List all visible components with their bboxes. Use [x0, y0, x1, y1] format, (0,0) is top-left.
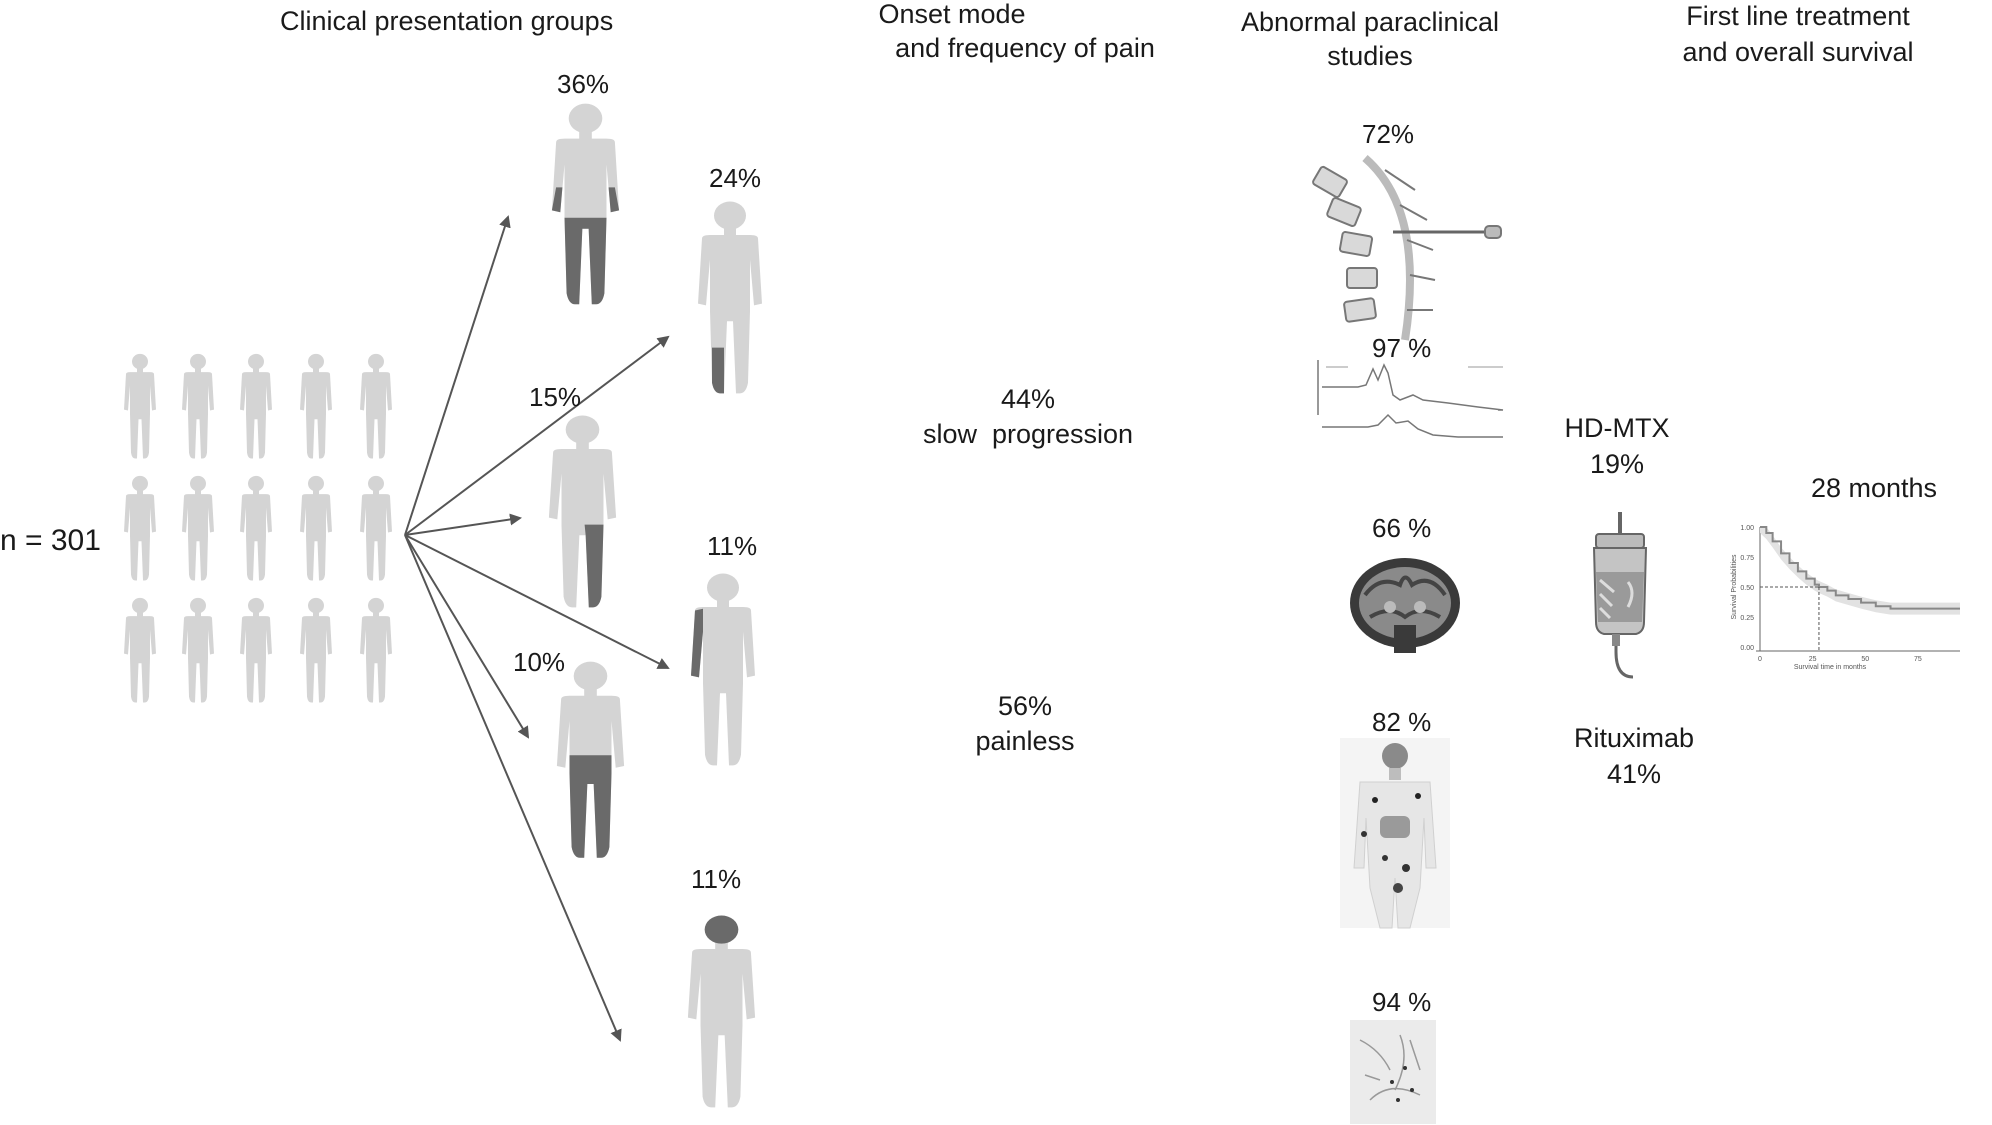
- group-percent-6: 11%: [691, 864, 742, 894]
- header-paraclinical-line2: studies: [1327, 41, 1413, 71]
- crowd-figure: [124, 475, 156, 581]
- onset-label-painless: painless: [975, 726, 1075, 756]
- biopsy-icon: [1350, 1020, 1436, 1124]
- y-tick-label: 1.00: [1740, 525, 1754, 532]
- survival-curve: [1760, 526, 1960, 610]
- crowd-figure: [240, 597, 272, 703]
- arrow-group-6: [404, 534, 622, 1042]
- study-percent-mri: 66 %: [1372, 513, 1432, 543]
- header-paraclinical-line1: Abnormal paraclinical: [1240, 7, 1500, 37]
- header-onset-line1: Onset mode: [878, 0, 1026, 29]
- treatment-name-rituximab: Rituximab: [1573, 723, 1695, 753]
- cohort-crowd: [124, 353, 392, 703]
- header-onset-line2: and frequency of pain: [895, 33, 1155, 63]
- crowd-figure: [124, 597, 156, 703]
- onset-percent-painless: 56%: [997, 691, 1053, 721]
- study-percent-emg: 97 %: [1372, 333, 1432, 363]
- arrow-group-5: [404, 534, 530, 739]
- x-tick-label: 50: [1861, 656, 1869, 663]
- survival-median-label: 28 months: [1810, 473, 1938, 503]
- group-percent-3: 15%: [529, 382, 582, 412]
- group-figure-right-arm: [691, 573, 755, 766]
- crowd-figure: [240, 475, 272, 581]
- mri-brain-icon: [1350, 558, 1460, 653]
- emg-trace-icon: [1317, 360, 1504, 438]
- lumbar-puncture-icon: [1312, 154, 1502, 341]
- crowd-figure: [300, 597, 332, 703]
- group-percent-5: 10%: [513, 647, 566, 677]
- y-tick-label: 0.00: [1740, 645, 1754, 652]
- study-percent-lumbar: 72%: [1362, 119, 1415, 149]
- cohort-size-label: n = 301: [0, 524, 101, 557]
- y-tick-label: 0.25: [1740, 615, 1754, 622]
- group-figure-left-leg: [548, 415, 617, 608]
- y-tick-label: 0.50: [1740, 585, 1754, 592]
- crowd-figure: [360, 353, 392, 459]
- onset-label-slow: slow progression: [922, 419, 1134, 449]
- group-figure-legs: [551, 103, 620, 305]
- crowd-figure: [300, 475, 332, 581]
- arrow-group-3: [404, 513, 522, 536]
- crowd-figure: [360, 597, 392, 703]
- x-tick-label: 25: [1809, 656, 1817, 663]
- group-figure-left-foot: [698, 201, 762, 394]
- group-figure-lower-body: [556, 661, 625, 858]
- x-tick-label: 0: [1758, 656, 1762, 663]
- header-treatment-line2: and overall survival: [1682, 37, 1914, 67]
- crowd-figure: [240, 353, 272, 459]
- y-axis-label: Survival Probabilities: [1731, 554, 1738, 619]
- treatment-name-hdmtx: HD-MTX: [1564, 413, 1670, 443]
- crowd-figure: [360, 475, 392, 581]
- study-percent-biopsy: 94 %: [1372, 987, 1432, 1017]
- pet-scan-icon: [1340, 738, 1450, 929]
- treatment-percent-rituximab: 41%: [1606, 759, 1662, 789]
- group-percent-2: 24%: [709, 163, 762, 193]
- group-arrows: [404, 215, 670, 1042]
- group-figure-head: [687, 915, 756, 1108]
- onset-percent-slow: 44%: [1000, 384, 1056, 414]
- arrow-group-1: [404, 215, 511, 536]
- crowd-figure: [124, 353, 156, 459]
- treatment-percent-hdmtx: 19%: [1589, 449, 1645, 479]
- iv-bag-icon: [1592, 512, 1648, 679]
- header-treatment-line1: First line treatment: [1686, 1, 1910, 31]
- group-percent-1: 36%: [557, 69, 610, 99]
- crowd-figure: [182, 597, 214, 703]
- y-tick-label: 0.75: [1740, 555, 1754, 562]
- arrow-group-2: [404, 335, 670, 536]
- crowd-figure: [300, 353, 332, 459]
- x-tick-label: 75: [1914, 656, 1922, 663]
- arrow-group-4: [404, 534, 670, 669]
- survival-confidence-band: [1760, 527, 1960, 615]
- x-axis-label: Survival time in months: [1794, 664, 1867, 671]
- study-percent-pet: 82 %: [1372, 707, 1432, 737]
- crowd-figure: [182, 353, 214, 459]
- group-percent-4: 11%: [707, 531, 758, 561]
- crowd-figure: [182, 475, 214, 581]
- header-clinical-presentation: Clinical presentation groups: [280, 6, 614, 36]
